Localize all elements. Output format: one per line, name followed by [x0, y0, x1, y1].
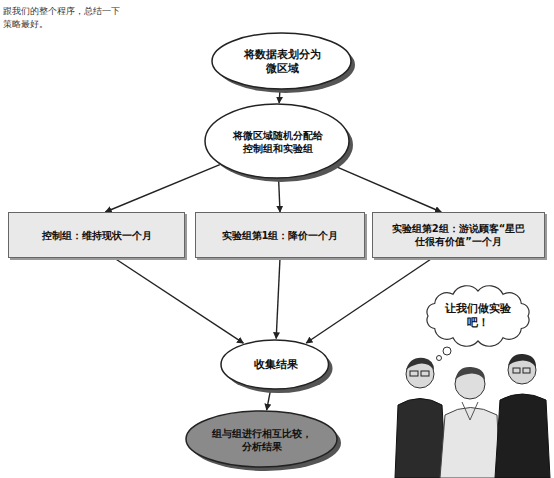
- flow-arrow: [279, 179, 280, 212]
- group-box: 控制组：维持现状一个月: [8, 212, 185, 258]
- node-text: 控制组：维持现状一个月: [22, 229, 172, 242]
- node-text: 收集结果: [241, 358, 311, 372]
- ellipse-outline: [184, 409, 341, 471]
- flow-arrow: [276, 258, 280, 339]
- node-text: 让我们做实验吧！: [444, 302, 512, 331]
- node-text: 实验组第2组：游说顾客“星巴仕很有价值”一个月: [389, 222, 529, 248]
- flow-arrow: [267, 389, 271, 410]
- note-text: 策略最好。: [3, 19, 48, 30]
- node-text: 组与组进行相互比较，分析结果: [212, 427, 312, 453]
- people-illustration: [395, 354, 550, 478]
- group-box: 实验组第2组：游说顾客“星巴仕很有价值”一个月: [372, 212, 545, 258]
- process-ellipse: 收集结果: [219, 338, 333, 393]
- process-ellipse: 将微区域随机分配给控制组和实验组: [203, 102, 353, 182]
- flow-arrow: [114, 258, 243, 343]
- ellipse-outline: [203, 102, 353, 182]
- node-text: 实验组第1组：降价一个月: [205, 229, 355, 242]
- result-ellipse: 组与组进行相互比较，分析结果: [184, 409, 341, 471]
- thought-bubble: 让我们做实验吧！: [422, 285, 534, 347]
- note-text: 跟我们的整个程序，总结一下: [3, 6, 120, 17]
- group-box: 实验组第1组：降价一个月: [195, 212, 365, 258]
- flow-arrow: [306, 258, 432, 343]
- flow-arrow: [333, 165, 441, 212]
- process-ellipse: 将数据表划分为微区域: [210, 31, 355, 93]
- thought-trail: [437, 347, 452, 361]
- node-text: 将微区域随机分配给控制组和实验组: [232, 129, 324, 155]
- node-text: 将数据表划分为微区域: [243, 48, 321, 77]
- flow-arrow: [105, 165, 219, 212]
